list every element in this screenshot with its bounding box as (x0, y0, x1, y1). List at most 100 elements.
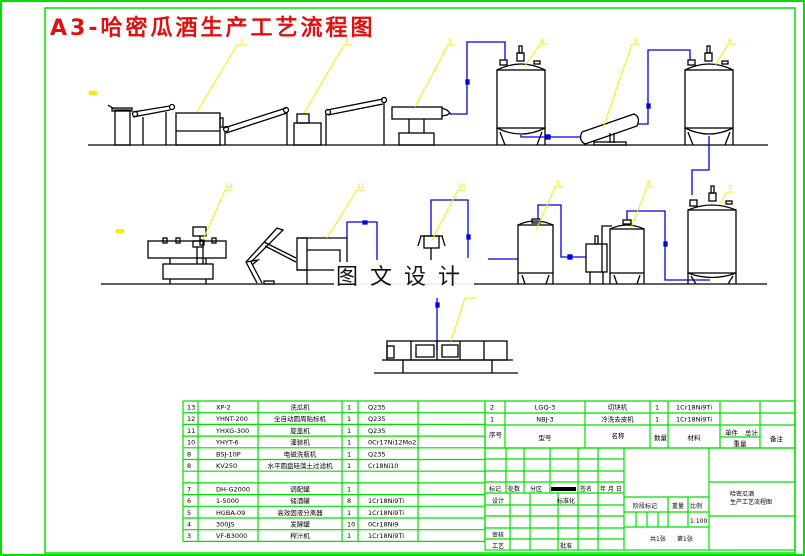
leader-lines (196, 43, 736, 342)
header-weight: 重量 (734, 440, 748, 448)
part-material: Q235 (368, 450, 386, 458)
pipe-filler (346, 221, 378, 260)
part-material: Q235 (368, 427, 386, 435)
part-qty: 1 (347, 509, 351, 517)
part-model: KV250 (216, 462, 237, 470)
callout-3: 3 (448, 38, 452, 45)
header-unit: 单件 (725, 428, 739, 437)
packing-line (374, 340, 518, 374)
callout-9: 9 (556, 180, 560, 187)
part-material: Q235 (368, 404, 386, 412)
page-title: A3-哈密瓜酒生产工艺流程图 (50, 16, 376, 41)
callout-12: 12 (225, 183, 233, 190)
part-material: 0Cr17Ni12Mo2 (368, 439, 416, 447)
part-name: 水平圆盘硅藻土过滤机 (268, 461, 334, 470)
separator (579, 113, 640, 146)
tb-standard: 标准化 (557, 497, 575, 505)
part-model: YHYT-6 (215, 439, 239, 447)
tb-review: 审核 (492, 531, 504, 539)
part-name: 电磁洗瓶机 (284, 449, 317, 458)
blending-tank (687, 185, 737, 285)
part-model: BSJ-10P (216, 450, 241, 458)
part-model: YHNT-200 (215, 415, 248, 423)
part-qty: 1 (347, 485, 351, 493)
part-no: 10 (187, 439, 195, 447)
small-tank (585, 225, 612, 284)
part-name: 洗瓜机 (290, 403, 310, 412)
labeling-machine (147, 226, 227, 284)
pipes-middle (346, 199, 710, 350)
part-no: 6 (187, 497, 191, 505)
part-material: Cr18Ni10 (368, 462, 398, 470)
callout-6: 6 (728, 38, 732, 45)
part-material: 1Cr18Ni9Ti (368, 497, 404, 505)
callout-1: 1 (240, 38, 244, 45)
part-name: 冷洗去皮机 (601, 415, 634, 424)
header-material: 材料 (688, 433, 702, 442)
part-model: 1-5000 (216, 497, 239, 505)
juicer-machine (391, 106, 452, 146)
part-qty: 1 (347, 415, 351, 423)
tb-zone: 分区 (530, 485, 542, 493)
tb-drawing-name-2: 生产工艺流程图 (730, 498, 772, 506)
top-production-line (88, 45, 768, 146)
washer-machine (107, 103, 224, 146)
pipe-separator-to-storage (638, 49, 691, 125)
part-model: NBJ-3 (536, 416, 554, 424)
pipe-storage-to-blender (691, 136, 710, 195)
header-no: 序号 (489, 430, 503, 439)
part-material: Q235 (368, 415, 386, 423)
part-model: VF-B3000 (216, 532, 247, 540)
pipe-filter-to-small (537, 204, 586, 258)
part-name: 全自动圆周贴标机 (274, 414, 327, 423)
tb-scale-label: 比例 (690, 502, 702, 510)
part-no: 12 (187, 415, 195, 423)
fermentation-tank (496, 45, 546, 146)
part-model: DH-G2000 (216, 485, 250, 493)
yellow-marker-mid (116, 229, 124, 233)
part-qty: 1 (655, 404, 659, 412)
callout-2: 2 (345, 38, 349, 45)
tb-sign: 签名 (580, 485, 592, 493)
tb-mark: 标记 (489, 485, 501, 493)
tb-date: 年 月 日 (600, 485, 622, 493)
part-name: 储酒罐 (290, 496, 310, 505)
part-name: 旋盖机 (290, 426, 310, 435)
header-total: 总计 (745, 428, 759, 437)
part-material: 1Cr18Ni9Ti (676, 416, 712, 424)
pipe-fermenter-to-separator (520, 135, 581, 138)
part-name: 榨汁机 (290, 531, 310, 540)
header-model: 型号 (539, 433, 553, 442)
part-material: 1Cr18Ni9Ti (676, 404, 712, 412)
part-no: 7 (187, 485, 191, 493)
part-qty: 1 (347, 427, 351, 435)
callout-10: 10 (458, 183, 466, 190)
part-no: 8 (187, 450, 191, 458)
part-qty: 8 (347, 497, 351, 505)
tb-drawing-name-1: 哈密瓜酒 (730, 490, 754, 498)
part-model: HGBA-09 (216, 509, 245, 517)
tb-sheet-no: 第1张 (677, 535, 693, 543)
tb-weight: 重量 (672, 502, 684, 510)
pipe-juicer-to-fermenter (450, 41, 506, 115)
tb-stage-mark: 阶段标记 (633, 502, 657, 510)
header-note: 备注 (770, 434, 784, 443)
part-no: 13 (187, 404, 195, 412)
part-qty: 1 (347, 532, 351, 540)
part-no: 2 (490, 404, 494, 412)
part-model: 300JS (216, 521, 234, 529)
diatomite-filter-tank (517, 218, 554, 285)
watermark: 图文设计 (334, 262, 474, 294)
part-model: LGQ-3 (535, 404, 555, 412)
inner-frame (44, 7, 796, 554)
capping-machine (245, 227, 297, 285)
conveyor-2 (324, 96, 388, 145)
part-no: 5 (187, 509, 191, 517)
bottle-washer (417, 235, 446, 260)
part-material: 1Cr18Ni9Ti (368, 532, 404, 540)
part-qty: 1 (347, 462, 351, 470)
part-qty: 1 (347, 404, 351, 412)
filter-tank-2 (609, 219, 645, 285)
